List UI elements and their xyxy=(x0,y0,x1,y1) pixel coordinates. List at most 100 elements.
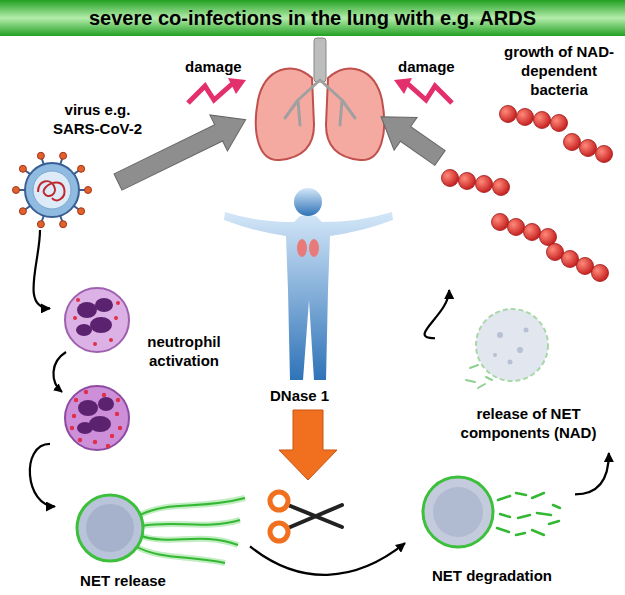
net-degradation-cell xyxy=(423,477,493,547)
bacteria xyxy=(500,106,517,123)
net-components-cell xyxy=(524,328,529,333)
net-degradation-cell xyxy=(553,505,560,508)
virus-particle xyxy=(60,152,67,159)
net-release-cell xyxy=(77,495,143,561)
cycle-arrow xyxy=(250,543,405,575)
net-components-cell xyxy=(470,365,478,368)
net-release-cell xyxy=(141,536,238,545)
bacteria xyxy=(547,244,564,261)
lungs xyxy=(314,38,326,82)
net-release-cell xyxy=(135,498,245,563)
title: severe co-infections in the lung with e.… xyxy=(89,7,536,30)
bacteria xyxy=(517,109,534,126)
net-components-cell xyxy=(466,380,475,382)
stage-label: NET release xyxy=(58,571,188,590)
neutrophil xyxy=(110,434,114,438)
net-release-cell xyxy=(77,495,245,563)
grey-arrow xyxy=(109,102,254,200)
neutrophil xyxy=(98,397,114,411)
bacteria xyxy=(577,258,594,275)
damage-bolt xyxy=(188,78,246,103)
neutrophil xyxy=(76,298,113,336)
bacteria xyxy=(508,219,525,236)
scissors xyxy=(270,492,342,541)
bacteria xyxy=(562,251,579,268)
stage-label: NET degradation xyxy=(413,566,571,585)
net-release-cell xyxy=(135,498,245,563)
neutrophil xyxy=(115,412,119,416)
neutrophil xyxy=(77,422,93,434)
scissors xyxy=(270,523,288,541)
neutrophil xyxy=(116,301,120,305)
annotation-label: damage xyxy=(398,57,455,76)
net-degradation-cell xyxy=(498,496,510,500)
stage-node: growth of NAD-dependent bacteria xyxy=(430,38,622,290)
annotation-label: damage xyxy=(185,57,242,76)
bacteria xyxy=(442,170,459,187)
bacteria xyxy=(596,146,613,163)
damage-bolt xyxy=(394,78,452,103)
neutrophil xyxy=(76,324,92,336)
neutrophil xyxy=(109,338,113,342)
virus-particle xyxy=(78,208,85,215)
net-components-cell xyxy=(476,309,548,381)
net-release-cell xyxy=(142,520,240,526)
net-release-cell xyxy=(142,520,240,526)
stage-node: virus e.g. SARS-CoV-2 xyxy=(12,100,152,230)
neutrophil xyxy=(70,390,122,448)
virus-particle xyxy=(19,165,26,172)
cycle-arrow xyxy=(425,290,450,338)
neutrophil xyxy=(65,288,129,352)
net-components-cell xyxy=(493,353,497,357)
neutrophil xyxy=(73,298,120,346)
neutrophil xyxy=(76,298,80,302)
damage-bolt xyxy=(228,78,246,94)
neutrophil xyxy=(90,317,112,333)
lungs xyxy=(256,69,314,161)
cycle-arrow xyxy=(30,444,55,507)
net-components-cell xyxy=(466,309,548,388)
stage-label: growth of NAD-dependent bacteria xyxy=(498,42,620,99)
net-degradation-cell xyxy=(518,515,530,518)
lungs xyxy=(326,69,384,161)
neutrophil xyxy=(72,414,76,418)
bacteria xyxy=(564,134,581,151)
net-degradation-cell xyxy=(423,477,560,547)
grey-arrow xyxy=(370,100,452,174)
neutrophil xyxy=(102,393,106,397)
virus-particle xyxy=(13,152,92,227)
net-degradation-cell xyxy=(500,514,510,517)
virus-particle xyxy=(18,158,86,223)
lungs xyxy=(256,38,384,160)
bacteria xyxy=(551,115,568,132)
net-components-cell xyxy=(478,384,485,388)
virus-particle xyxy=(19,208,26,215)
virus-particle xyxy=(60,221,67,228)
net-release-cell xyxy=(135,546,225,563)
net-components-cell xyxy=(486,377,492,380)
neutrophil xyxy=(93,342,97,346)
net-degradation-cell xyxy=(497,493,560,535)
scissors xyxy=(288,505,342,528)
virus-particle xyxy=(78,165,85,172)
neutrophil xyxy=(65,386,129,450)
bacteria xyxy=(493,179,510,196)
bacteria xyxy=(459,173,476,190)
neutrophil xyxy=(106,444,110,448)
virus-particle xyxy=(13,187,20,194)
title-band: severe co-infections in the lung with e.… xyxy=(0,0,625,36)
stage-node: neutrophil activation xyxy=(50,282,232,458)
damage-bolt xyxy=(394,78,412,94)
net-components-cell xyxy=(508,360,513,365)
net-degradation-cell xyxy=(433,487,483,537)
dnase-arrow xyxy=(279,410,337,480)
neutrophil xyxy=(93,440,97,444)
virus-particle xyxy=(13,152,92,227)
net-components-cell xyxy=(493,328,529,365)
neutrophil xyxy=(70,426,74,430)
neutrophil xyxy=(65,386,129,450)
net-degradation-cell xyxy=(537,513,551,515)
bacteria xyxy=(442,106,613,282)
